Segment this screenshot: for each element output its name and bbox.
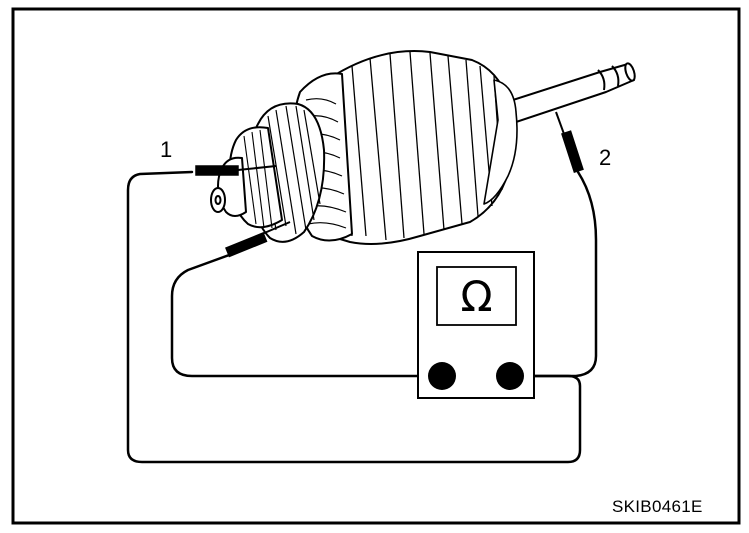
figure-frame [11, 7, 741, 525]
meter-terminal-right [496, 362, 524, 390]
probe-label-2: 2 [599, 145, 612, 170]
meter-terminal-left [428, 362, 456, 390]
armature-icon [210, 50, 636, 245]
test-leads [126, 170, 598, 464]
ohmmeter-icon [417, 251, 535, 399]
ohmmeter-display [436, 266, 517, 326]
probe-icon [195, 111, 584, 258]
ohm-symbol: Ω [460, 271, 493, 321]
figure-code: SKIB0461E [612, 497, 703, 516]
probe-label-1: 1 [160, 137, 173, 162]
